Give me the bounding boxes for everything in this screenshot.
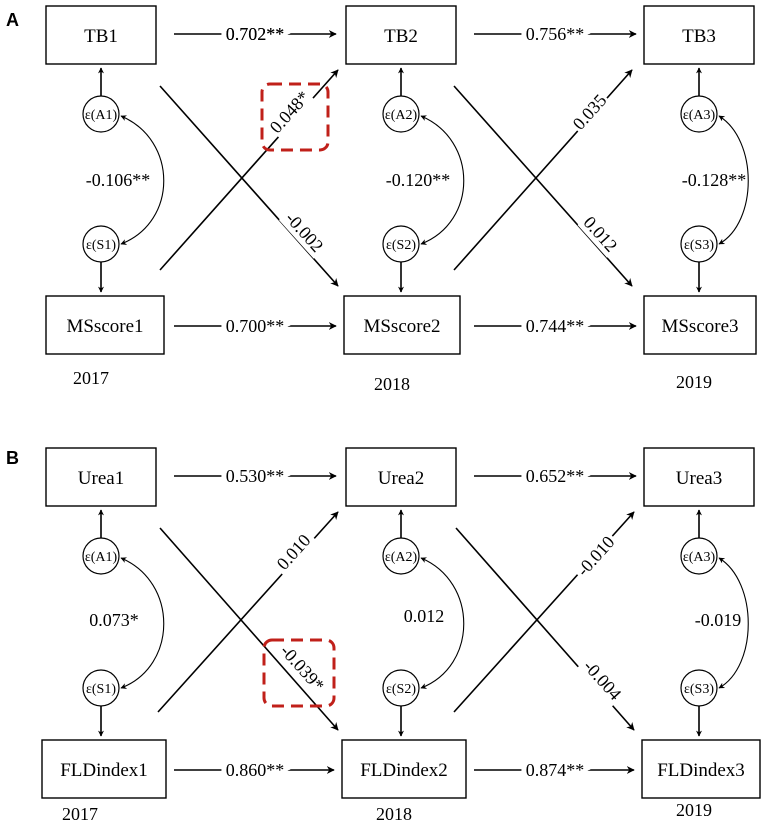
panel-b-bottom-path-1: 0.860** [226,760,285,780]
panel-b-top-label-3: Urea3 [676,468,722,489]
panel-b-corr-curve-2 [420,557,465,689]
panel-b-cross-up-2: -0.010 [573,532,619,580]
panel-a-bottom-box-1: MSscore1 [45,295,165,355]
panel-b-corr-curve-3 [718,557,749,689]
panel-a-top-box-2: TB2 [345,5,457,65]
panel-a-corr-3: -0.128** [682,170,747,190]
panel-a-top-box-1: TB1 [45,5,157,65]
panel-b-corr-2: 0.012 [404,606,445,626]
panel-b-eps-top-3: ε(A3) [683,550,716,565]
panel-b-eps-top-1: ε(A1) [85,550,118,565]
panel-a-eps-top-circle-1 [82,95,120,133]
panel-a-letter: A [6,10,19,30]
panel-a-cross-up-1: 0.048* [266,87,314,137]
panel-b-eps-bottom-2: ε(S2) [386,682,416,697]
panel-a-corr-1: -0.106** [86,170,151,190]
panel-a: A TB1 TB2 TB3 MSscore1 MSscore2 MSscore3 [6,5,757,394]
panel-b-corr-1: 0.073* [89,610,139,630]
panel-a-corr-curve-2 [420,115,465,245]
panel-b-bottom-box-2: FLDindex2 [341,739,467,799]
panel-a-corr-curve-1 [120,115,165,245]
panel-b-top-label-2: Urea2 [378,468,424,489]
panel-a-top-label-3: TB3 [682,26,716,47]
panel-a-eps-top-1: ε(A1) [85,108,118,123]
panel-b-eps-top-circle-1 [82,537,120,575]
panel-b-corr-curve-1 [120,557,165,689]
panel-b-eps-top-2: ε(A2) [385,550,418,565]
panel-b-top-box-2: Urea2 [345,447,457,507]
panel-b-eps-top-circle-3 [680,537,718,575]
panel-a-bottom-label-1: MSscore1 [66,316,143,337]
panel-b-year-2: 2018 [376,804,412,821]
panel-a-top-label-1: TB1 [84,26,118,47]
panel-a-bottom-path-2: 0.744** [526,316,585,336]
panel-a-year-3: 2019 [676,372,712,392]
panel-a-eps-top-2: ε(A2) [385,108,418,123]
panel-b-bottom-box-3: FLDindex3 [641,739,761,799]
panel-a-bottom-box-3: MSscore3 [643,295,757,355]
panel-b-cross-down-arrow-1 [159,527,339,731]
panel-a-corr-2: -0.120** [386,170,451,190]
panel-a-year-2: 2018 [374,374,410,394]
panel-b-corr-3: -0.019 [695,610,742,630]
panel-a-eps-top-circle-3 [680,95,718,133]
panel-a-top-path-2: 0.756** [526,24,585,44]
panel-b-cross-down-2: -0.004 [579,656,625,704]
panel-b-eps-bottom-3: ε(S3) [684,682,714,697]
panel-a-top-path-1: 0.702** [226,24,285,44]
panel-a-bottom-label-2: MSscore2 [363,316,440,337]
panel-b-bottom-label-1: FLDindex1 [60,760,148,781]
panel-a-highlight-box [260,82,330,152]
panel-a-eps-top-3: ε(A3) [683,108,716,123]
panel-b-letter: B [6,448,19,468]
panel-b-top-box-3: Urea3 [643,447,755,507]
panel-a-cross-down-arrow-2 [453,85,633,287]
panel-a-eps-top-circle-2 [382,95,420,133]
panel-b-bottom-label-2: FLDindex2 [360,760,448,781]
panel-a-year-1: 2017 [73,368,109,388]
panel-a-eps-bottom-1: ε(S1) [86,238,116,253]
panel-b-top-path-2: 0.652** [526,466,585,486]
panel-a-bottom-path-1: 0.700** [226,316,285,336]
panel-b-top-label-1: Urea1 [78,468,124,489]
panel-a-corr-curve-3 [718,115,749,245]
panel-a-bottom-label-3: MSscore3 [661,316,738,337]
panel-b-eps-bottom-1: ε(S1) [86,682,116,697]
panel-b-top-box-1: Urea1 [45,447,157,507]
panel-b-top-path-1-bg: 0.530** [226,466,285,486]
panel-b: B Urea1 Urea2 Urea3 FLDindex1 FLDindex2 … [6,447,761,821]
panel-a-bottom-box-2: MSscore2 [343,295,461,355]
panel-b-bottom-label-3: FLDindex3 [657,760,745,781]
panel-a-eps-bottom-2: ε(S2) [386,238,416,253]
panel-b-highlight-box [262,638,336,708]
panel-a-top-label-2: TB2 [384,26,418,47]
panel-b-top-path-1: 0.530** [226,466,285,486]
panel-b-bottom-box-1: FLDindex1 [41,739,167,799]
panel-a-eps-bottom-3: ε(S3) [684,238,714,253]
panel-b-year-3: 2019 [676,800,712,820]
panel-a-top-box-3: TB3 [643,5,755,65]
panel-b-year-1: 2017 [62,804,98,821]
panel-b-eps-top-circle-2 [382,537,420,575]
panel-b-bottom-path-2: 0.874** [526,760,585,780]
